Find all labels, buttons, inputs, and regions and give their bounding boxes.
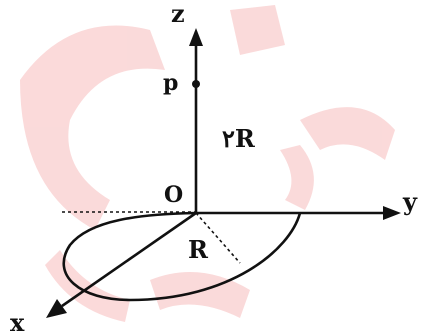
watermark xyxy=(20,5,395,322)
point-p-label: p xyxy=(163,70,178,96)
x-axis-arrowhead xyxy=(46,299,67,318)
watermark-stroke-6 xyxy=(45,250,130,322)
height-label: ۲R xyxy=(222,124,256,153)
radius-dotted-line xyxy=(195,212,241,264)
y-axis-label: y xyxy=(402,187,418,216)
point-p-dot xyxy=(192,80,200,88)
origin-label: O xyxy=(164,182,183,208)
y-axis-arrowhead xyxy=(383,206,401,220)
x-axis-line xyxy=(61,211,197,308)
radius-label: R xyxy=(188,235,209,264)
x-axis-label: x xyxy=(10,308,25,331)
z-axis-label: z xyxy=(171,0,185,28)
z-axis-arrowhead xyxy=(189,28,203,46)
watermark-stroke-3 xyxy=(300,107,395,160)
watermark-stroke-2 xyxy=(230,5,285,55)
watermark-stroke-1 xyxy=(20,25,165,230)
watermark-stroke-4 xyxy=(280,145,314,210)
